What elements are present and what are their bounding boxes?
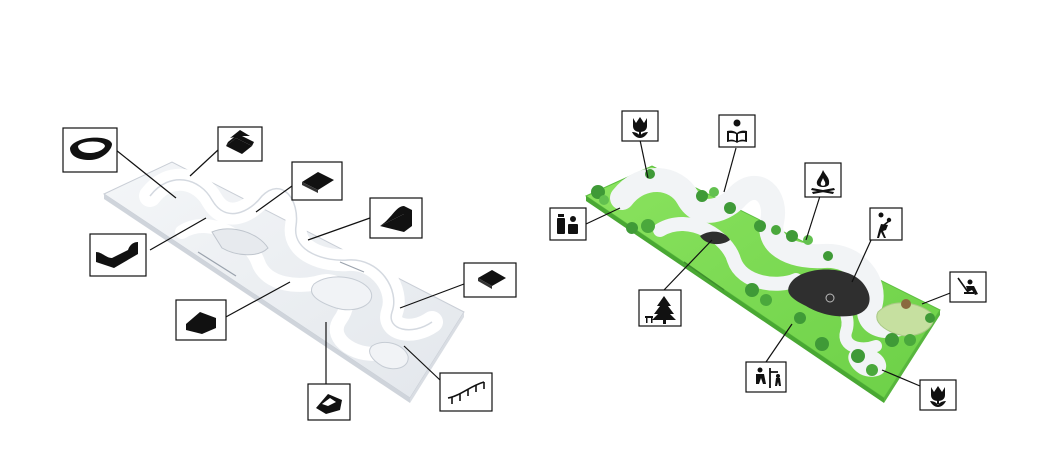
callout-rail[interactable] (439, 372, 493, 412)
tulip-icon (632, 117, 648, 138)
callout-half-pipe[interactable] (89, 233, 147, 277)
callout-funbox[interactable] (175, 299, 227, 341)
right-path-lower (653, 217, 803, 291)
right-platform-side (884, 310, 940, 403)
volleyball-icon (877, 212, 892, 238)
funbox-icon (186, 312, 216, 334)
callout-quarter-pipe[interactable] (369, 197, 423, 239)
grind-rail-icon (447, 381, 485, 404)
callout-forest[interactable] (638, 289, 682, 327)
leader-manual-pad (399, 283, 465, 309)
leader-funbox (223, 281, 291, 319)
right-platform-edge (586, 196, 884, 403)
stairs-ledge-icon (226, 130, 254, 154)
callout-stairs[interactable] (217, 126, 263, 162)
left-ledge-line (339, 261, 365, 273)
leader-flat-bank (255, 185, 293, 213)
right-bowl-dark (700, 231, 730, 245)
left-bowl-shape (211, 228, 269, 256)
callout-reading[interactable] (718, 114, 756, 148)
leader-half-pipe (149, 217, 207, 251)
quarter-pipe-icon (380, 206, 412, 232)
tree-group (591, 169, 935, 376)
mini-ramp-icon (96, 242, 138, 268)
leader-picnic (805, 195, 821, 241)
callout-bowl[interactable] (62, 127, 118, 173)
callout-flat-bank[interactable] (291, 161, 343, 201)
tree-bench-icon (645, 296, 676, 324)
leader-forest (663, 239, 713, 291)
bowl-ramp-icon (70, 137, 112, 160)
leader-quarter-pipe (307, 217, 371, 241)
left-rail-line (197, 251, 237, 277)
park-plan-landscaped (549, 110, 987, 411)
callout-flowers-bottom[interactable] (919, 379, 957, 411)
waste-bins-icon (557, 214, 578, 234)
callout-volleyball[interactable] (869, 207, 903, 241)
callout-flowers-top[interactable] (621, 110, 659, 142)
left-platform-edge (104, 194, 410, 403)
leader-bowl (115, 149, 177, 199)
left-platform-side (410, 312, 464, 403)
left-oval-feature (311, 276, 373, 311)
leader-flowers-top (639, 139, 649, 179)
right-dark-court (788, 269, 870, 317)
campfire-icon (811, 170, 835, 194)
reading-area-icon (727, 119, 747, 143)
playground-icon (756, 367, 781, 388)
tulip-icon (930, 386, 946, 407)
flat-bank-icon (302, 172, 334, 193)
callout-garbage[interactable] (549, 207, 587, 241)
callout-swing[interactable] (949, 271, 987, 303)
court-marker (825, 293, 835, 303)
leader-volleyball (851, 237, 873, 283)
leader-garbage (585, 207, 621, 225)
callout-picnic[interactable] (804, 162, 842, 198)
leader-rail (403, 345, 441, 381)
callout-playground[interactable] (745, 361, 787, 393)
skatepark-plan-neutral (62, 126, 517, 421)
leader-reading (723, 147, 737, 193)
manual-pad-icon (478, 270, 506, 289)
right-path-main (610, 168, 922, 338)
left-loop-bottom (369, 341, 409, 370)
leader-playground (765, 323, 793, 363)
leader-stairs (189, 149, 219, 177)
hedge-line (683, 261, 725, 291)
leader-flowers-bottom (881, 369, 921, 387)
pyramid-icon (316, 394, 342, 414)
left-path-main-edge (149, 179, 433, 331)
swing-icon (957, 277, 978, 295)
callout-manual-pad[interactable] (463, 262, 517, 298)
callout-pyramid[interactable] (307, 383, 351, 421)
